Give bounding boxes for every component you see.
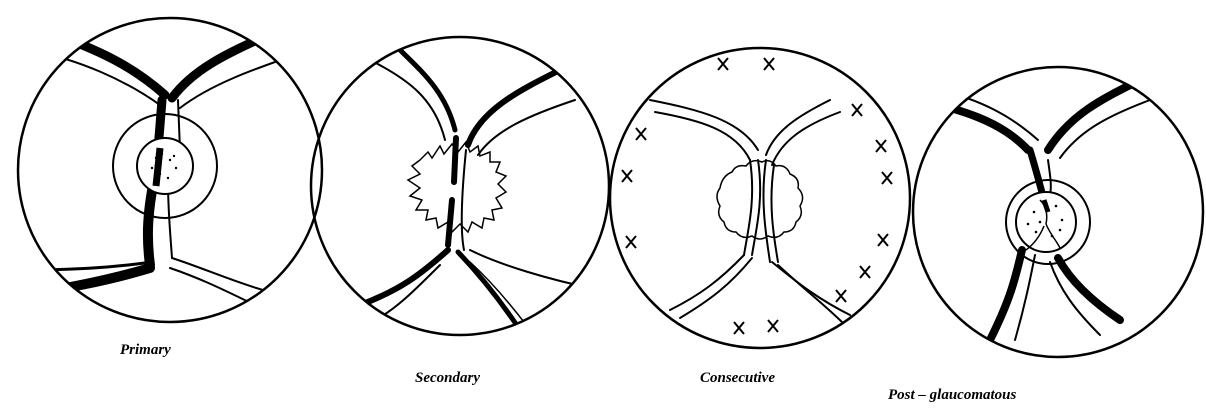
fundus-primary	[18, 18, 322, 322]
caption-consecutive: Consecutive	[700, 370, 775, 387]
caption-post-glaucomatous: Post – glaucomatous	[888, 387, 1016, 404]
caption-primary: Primary	[120, 342, 171, 359]
fundus-post-glaucomatous	[913, 67, 1203, 357]
fundus-secondary	[311, 37, 609, 335]
fundus-consecutive	[610, 48, 910, 348]
caption-secondary: Secondary	[415, 370, 480, 387]
